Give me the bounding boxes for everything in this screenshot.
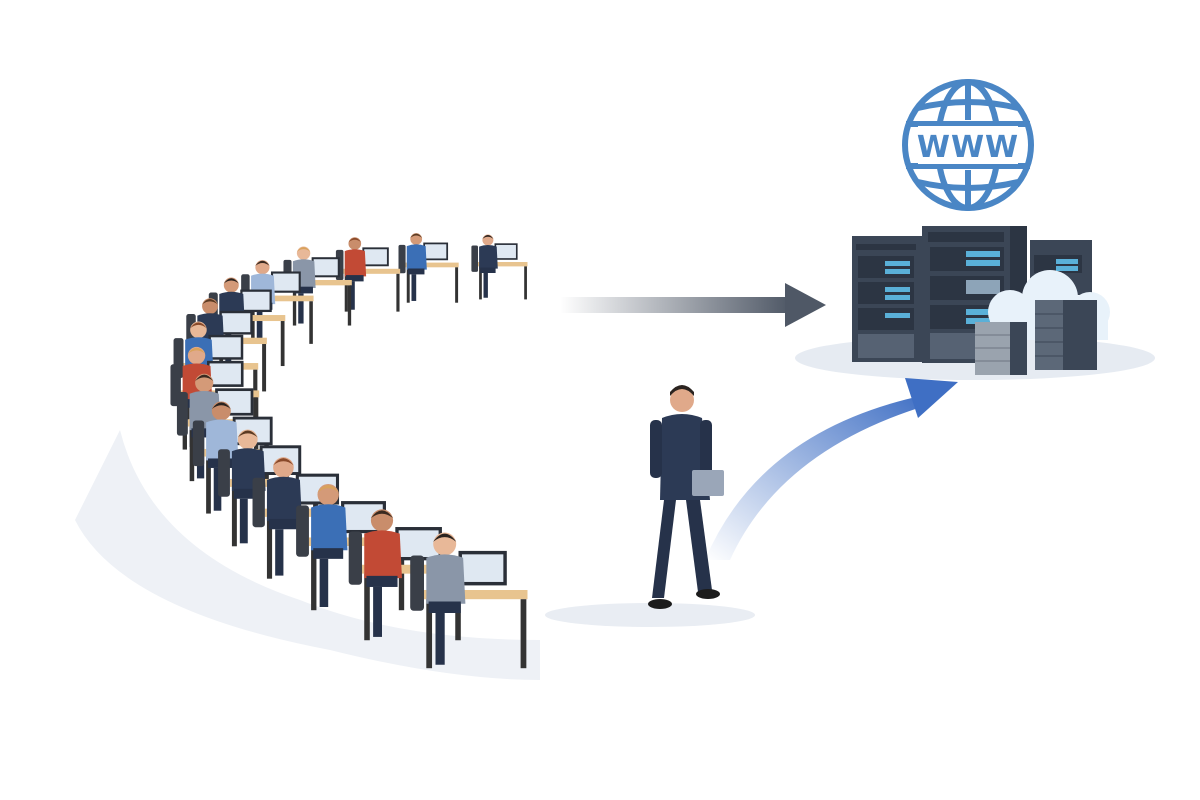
worker-at-desk xyxy=(335,237,401,312)
worker-at-desk xyxy=(252,457,358,579)
worker-at-desk xyxy=(410,532,528,669)
queue-floor-shadow xyxy=(75,430,540,680)
worker-at-desk xyxy=(471,234,528,300)
walking-man xyxy=(648,385,724,609)
globe-label: WWW xyxy=(917,130,1019,165)
blue-curved-arrow-icon xyxy=(705,378,958,560)
laptop-icon xyxy=(692,470,724,496)
gray-arrow-icon xyxy=(560,283,826,327)
queue-of-workers xyxy=(170,233,528,669)
server-racks xyxy=(852,226,1110,375)
walker-shadow xyxy=(545,603,755,627)
worker-at-desk xyxy=(348,509,462,641)
worker-at-desk xyxy=(398,233,459,303)
